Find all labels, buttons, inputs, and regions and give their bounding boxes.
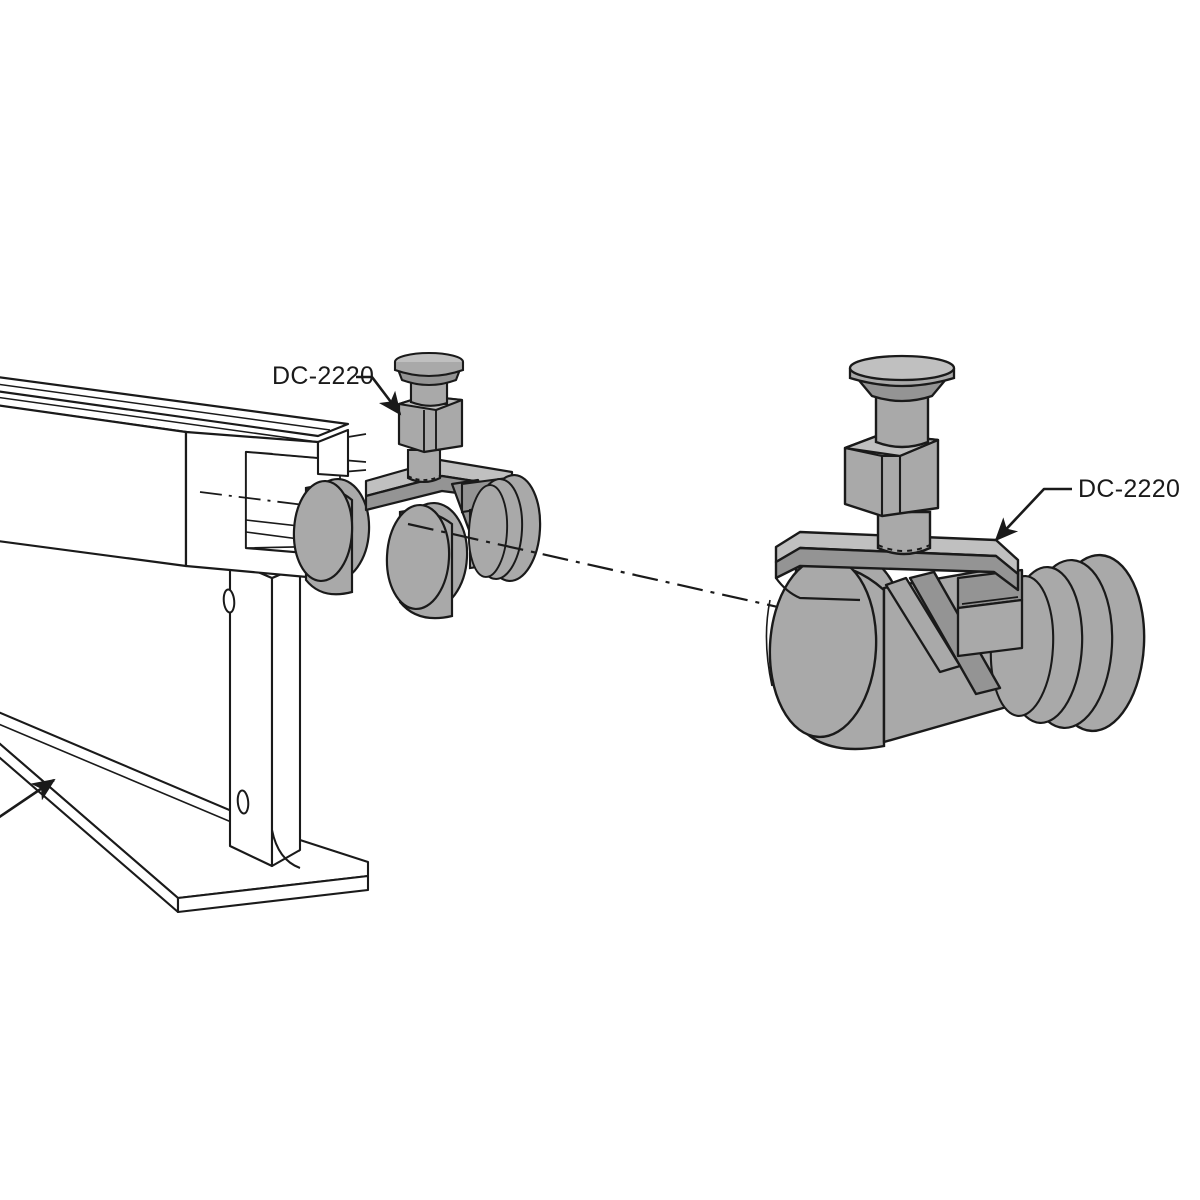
left-trolley-wheel-front <box>385 501 469 620</box>
left-bolt-shank-lower <box>406 448 442 484</box>
callout-beam[interactable] <box>0 778 56 826</box>
rail-top-groove-2 <box>0 396 319 443</box>
callout-left[interactable]: DC-2220 <box>272 362 402 416</box>
web-hole-upper <box>222 588 236 614</box>
right-bolt-shank-hidden-edge <box>877 544 931 552</box>
callout-right[interactable]: DC-2220 <box>994 475 1180 542</box>
left-trolley-wheel-rear <box>292 477 371 596</box>
right-trolley-assembly <box>765 354 1146 751</box>
callout-right-label: DC-2220 <box>1078 475 1180 503</box>
wheel-rear-face <box>292 479 354 583</box>
web-flange-fillet <box>271 829 301 869</box>
web-right-face <box>270 564 302 868</box>
mount-plate-left-return <box>775 577 861 602</box>
rail-top-face <box>0 376 350 438</box>
flange-end-thickness <box>176 874 370 914</box>
right-trolley-bracket-strap-rear <box>884 576 962 674</box>
web-hole-lower <box>236 789 250 815</box>
bolt-head-rim <box>393 362 465 377</box>
rail-right-flange-upper <box>316 428 350 478</box>
left-bolt-shank-hidden-edge <box>407 475 441 481</box>
right-bolt-shank-upper <box>874 393 930 449</box>
callout-right-leader <box>994 487 1072 542</box>
web-left-face <box>228 558 274 868</box>
wheel-right-inner <box>467 484 509 578</box>
track-rail <box>0 376 367 588</box>
projection-centerline <box>407 522 801 614</box>
wheel-front-face <box>385 503 451 611</box>
right-trolley-mount-plate <box>774 530 1020 602</box>
right-bolt-head-top-face <box>848 354 956 382</box>
left-trolley-assembly <box>292 351 542 620</box>
right-wheel-left-contour <box>765 599 773 687</box>
left-trolley-bolt-head <box>393 351 465 387</box>
callout-left-leader <box>356 375 402 416</box>
rail-top-groove-1 <box>0 383 331 431</box>
hub-clamp-face <box>956 598 1024 658</box>
left-trolley-wheel-right-stack <box>467 473 542 583</box>
support-beam-web <box>222 546 302 869</box>
right-bolt-shank-lower <box>876 510 932 556</box>
right-hex-nut-top-seam <box>844 439 939 458</box>
right-trolley-bolt-head <box>848 354 956 403</box>
hub-clamp-scribe <box>961 596 1019 605</box>
callout-beam-leader <box>0 778 56 819</box>
